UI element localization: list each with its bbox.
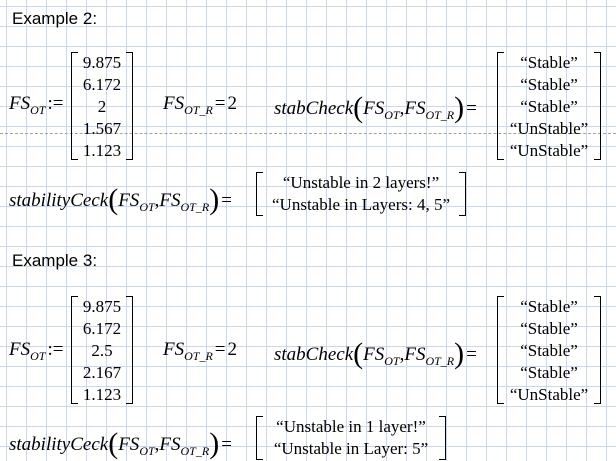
fs-ot-r-value: 2 — [227, 339, 238, 360]
page-break-line — [0, 133, 616, 134]
matrix-cell: 1.567 — [82, 119, 122, 138]
result-cell: “Stable” — [520, 53, 578, 72]
fs-ot-definition-label: FSOT:= — [9, 339, 65, 364]
ot-r-subscript: OT_R — [184, 103, 213, 117]
ot-r-subscript: OT_R — [184, 349, 213, 363]
result-cell: “Stable” — [520, 341, 578, 360]
fs-symbol: FS — [163, 93, 185, 114]
assign-operator: := — [47, 93, 64, 114]
fs-ot-matrix[interactable]: 9.875 6.172 2 1.567 1.123 — [71, 52, 133, 160]
stability-function-name: stabilityCeck — [9, 434, 109, 455]
fs-symbol: FS — [363, 98, 385, 119]
fs-ot-r-expression[interactable]: FSOT_R=2 — [163, 339, 237, 364]
result-cell: “Stable” — [520, 319, 578, 338]
equals-operator: = — [214, 93, 226, 114]
matrix-cell: 2.5 — [91, 341, 113, 360]
ot-subscript: OT — [30, 349, 46, 363]
fs-ot-matrix[interactable]: 9.875 6.172 2.5 2.167 1.123 — [71, 296, 133, 404]
result-cell: “UnStable” — [509, 385, 589, 404]
fs-ot-r-expression[interactable]: FSOT_R=2 — [163, 93, 237, 118]
comma: , — [399, 98, 405, 119]
stability-result-matrix[interactable]: “Unstable in 1 layer!” “Unstable in Laye… — [256, 416, 446, 460]
matrix-cell: 2.167 — [82, 363, 122, 382]
fs-symbol: FS — [9, 93, 31, 114]
comma: , — [154, 434, 160, 455]
ot-r-subscript: OT_R — [425, 108, 455, 122]
comma: , — [399, 344, 405, 365]
equals-operator: = — [214, 339, 226, 360]
fs-symbol: FS — [363, 344, 385, 365]
matrix-cell: 1.123 — [82, 141, 122, 160]
stability-check-expression[interactable]: stabilityCeck(FSOT,FSOT_R)= — [9, 183, 232, 216]
matrix-cell: 1.123 — [82, 385, 122, 404]
matrix-cell: 2 — [97, 97, 107, 116]
ot-subscript: OT — [384, 108, 400, 122]
ot-subscript: OT — [139, 200, 155, 214]
stabcheck-function-name: stabCheck — [274, 344, 354, 365]
result-cell: “Stable” — [520, 363, 578, 382]
fs-symbol: FS — [159, 434, 181, 455]
fs-symbol: FS — [404, 98, 426, 119]
result-cell: “Unstable in 1 layer!” — [276, 417, 426, 436]
stabcheck-function-name: stabCheck — [274, 98, 354, 119]
matrix-cell: 9.875 — [82, 53, 122, 72]
fs-ot-definition-label: FSOT:= — [9, 93, 65, 118]
result-cell: “UnStable” — [509, 141, 589, 160]
fs-symbol: FS — [9, 339, 31, 360]
equals-operator: = — [466, 98, 477, 119]
fs-symbol: FS — [159, 190, 181, 211]
fs-symbol: FS — [118, 190, 140, 211]
result-cell: “UnStable” — [509, 119, 589, 138]
matrix-cell: 6.172 — [82, 319, 122, 338]
fs-symbol: FS — [404, 344, 426, 365]
ot-subscript: OT — [30, 103, 46, 117]
fs-symbol: FS — [118, 434, 140, 455]
example-3-heading: Example 3: — [12, 251, 98, 270]
fs-symbol: FS — [163, 339, 185, 360]
example-2-heading: Example 2: — [12, 9, 98, 28]
result-cell: “Stable” — [520, 75, 578, 94]
result-cell: “Stable” — [520, 297, 578, 316]
comma: , — [154, 190, 160, 211]
equals-operator: = — [221, 190, 232, 211]
result-cell: “Unstable in Layer: 5” — [273, 439, 429, 458]
assign-operator: := — [47, 339, 64, 360]
result-cell: “Unstable in 2 layers!” — [282, 173, 440, 192]
ot-r-subscript: OT_R — [180, 444, 210, 458]
result-cell: “Unstable in Layers: 4, 5” — [272, 195, 450, 214]
result-cell: “Stable” — [520, 97, 578, 116]
stabcheck-result-matrix[interactable]: “Stable” “Stable” “Stable” “UnStable” “U… — [497, 52, 601, 160]
ot-subscript: OT — [139, 444, 155, 458]
ot-r-subscript: OT_R — [180, 200, 210, 214]
stabcheck-result-matrix[interactable]: “Stable” “Stable” “Stable” “Stable” “UnS… — [497, 296, 601, 404]
stability-result-matrix[interactable]: “Unstable in 2 layers!” “Unstable in Lay… — [256, 172, 466, 216]
stability-function-name: stabilityCeck — [9, 190, 109, 211]
stability-check-expression[interactable]: stabilityCeck(FSOT,FSOT_R)= — [9, 427, 232, 460]
ot-r-subscript: OT_R — [425, 354, 455, 368]
equals-operator: = — [221, 434, 232, 455]
stabcheck-expression[interactable]: stabCheck(FSOT,FSOT_R)= — [274, 91, 477, 124]
matrix-cell: 6.172 — [82, 75, 122, 94]
ot-subscript: OT — [384, 354, 400, 368]
fs-ot-r-value: 2 — [227, 93, 238, 114]
stabcheck-expression[interactable]: stabCheck(FSOT,FSOT_R)= — [274, 337, 477, 370]
equals-operator: = — [466, 344, 477, 365]
matrix-cell: 9.875 — [82, 297, 122, 316]
